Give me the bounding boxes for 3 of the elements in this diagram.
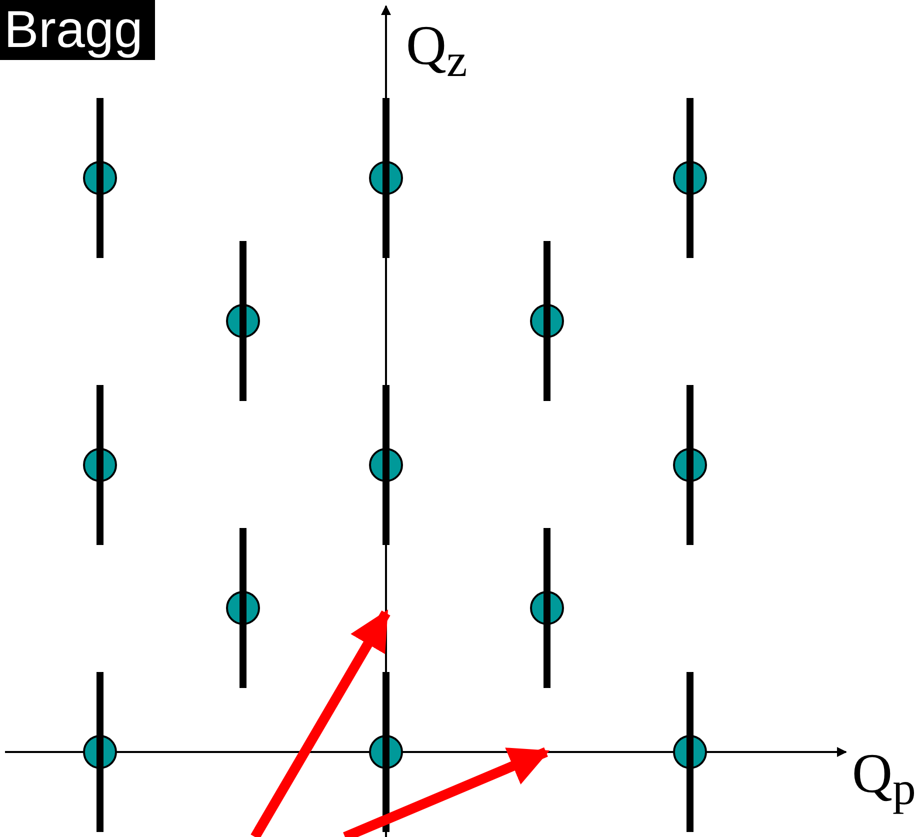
axis-label: Q$_{z}$	[406, 14, 468, 88]
title-label: Bragg	[0, 0, 155, 60]
axis-label: Q$_{p}$	[852, 742, 916, 816]
